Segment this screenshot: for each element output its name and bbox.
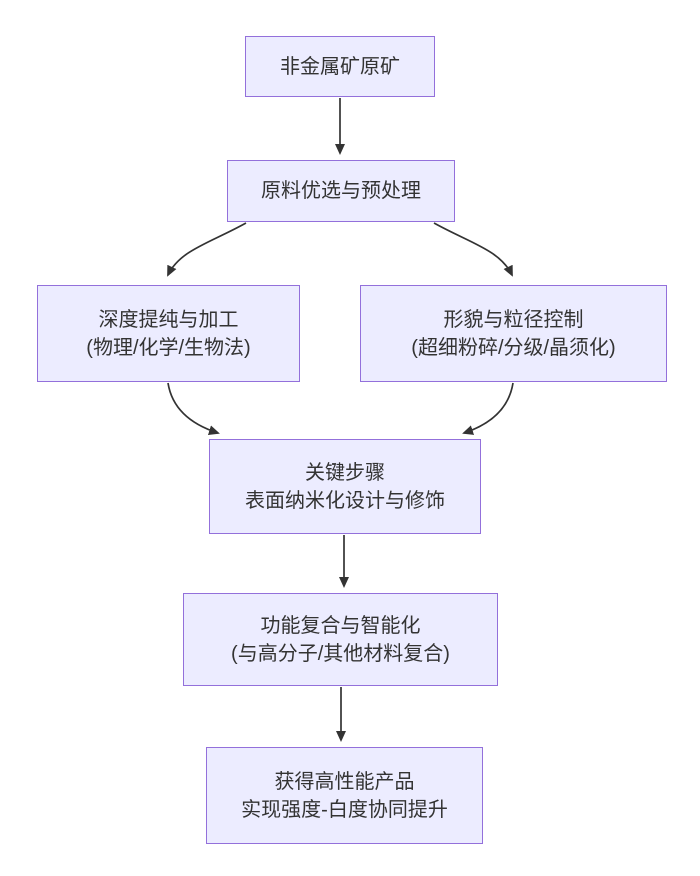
edge-pretreatment-morphology <box>433 222 513 277</box>
node-morphology: 形貌与粒径控制 (超细粉碎/分级/晶须化) <box>360 285 667 382</box>
node-pretreatment: 原料优选与预处理 <box>227 160 455 222</box>
edge-purification-keystep <box>167 382 220 436</box>
node-sublabel: (与高分子/其他材料复合) <box>231 642 450 665</box>
node-purification: 深度提纯与加工 (物理/化学/生物法) <box>37 285 300 382</box>
node-sublabel: 表面纳米化设计与修饰 <box>245 489 445 512</box>
node-label: 关键步骤 <box>305 461 385 484</box>
node-label: 原料优选与预处理 <box>261 180 421 202</box>
node-sublabel: 实现强度-白度协同提升 <box>241 798 448 821</box>
node-product: 获得高性能产品 实现强度-白度协同提升 <box>206 747 483 844</box>
node-sublabel: (物理/化学/生物法) <box>86 336 251 359</box>
node-sublabel: (超细粉碎/分级/晶须化) <box>411 336 616 359</box>
edge-pretreatment-purification <box>167 222 247 277</box>
node-label: 深度提纯与加工 <box>98 308 239 331</box>
node-label: 形貌与粒径控制 <box>443 308 584 331</box>
edge-morphology-keystep <box>462 382 514 435</box>
node-key-step: 关键步骤 表面纳米化设计与修饰 <box>209 439 481 534</box>
node-raw-ore: 非金属矿原矿 <box>245 36 435 97</box>
node-label: 获得高性能产品 <box>274 770 415 793</box>
node-label: 功能复合与智能化 <box>260 614 421 637</box>
node-label: 非金属矿原矿 <box>280 55 400 78</box>
node-composite: 功能复合与智能化 (与高分子/其他材料复合) <box>183 593 498 686</box>
